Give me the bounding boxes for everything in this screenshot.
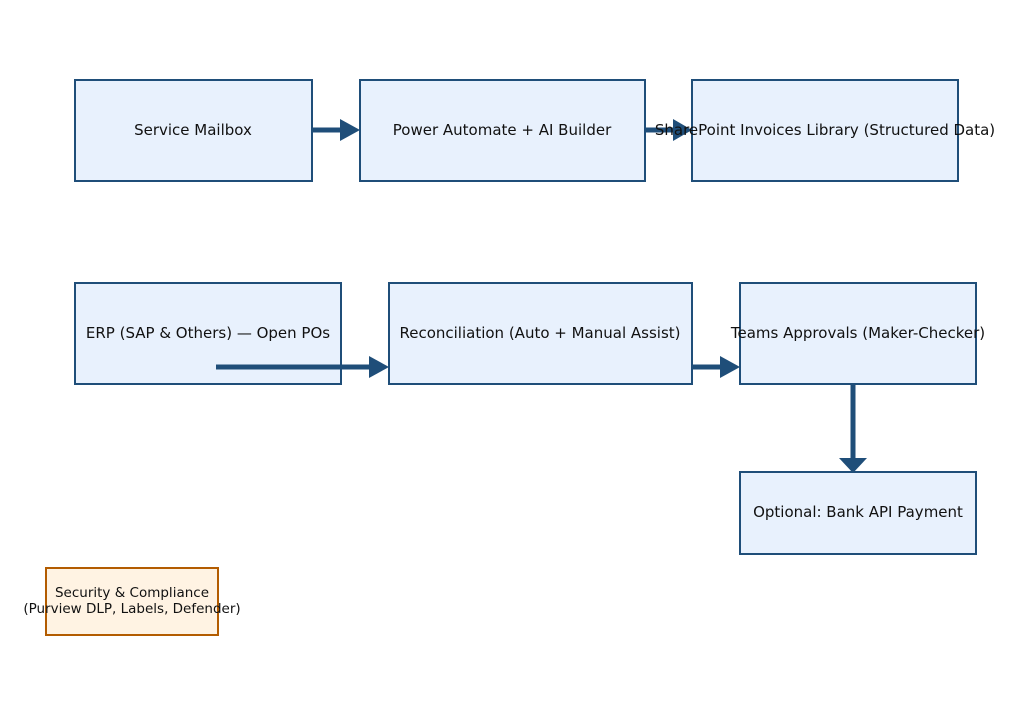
node-teams-approvals-label: Teams Approvals (Maker-Checker) — [730, 324, 985, 342]
node-service-mailbox-box — [74, 79, 313, 182]
node-power-automate-label: Power Automate + AI Builder — [393, 121, 612, 139]
node-security-compliance-box — [45, 567, 219, 636]
edge-teams-to-bank-api-head — [839, 458, 867, 473]
node-security-compliance-label-line1: Security & Compliance — [55, 585, 209, 601]
node-sharepoint-library-box — [691, 79, 959, 182]
node-teams-approvals — [739, 282, 977, 385]
edge-erp-to-reconciliation-head — [369, 356, 389, 378]
node-service-mailbox: Service Mailbox — [74, 79, 313, 182]
node-erp-label: ERP (SAP & Others) — Open POs — [86, 324, 330, 342]
node-power-automate: Power Automate + AI Builder — [359, 79, 646, 182]
edge-teams-to-bank-api — [839, 384, 867, 473]
edge-reconciliation-to-teams-head — [720, 356, 740, 378]
node-security-compliance: Security & Compliance (Purview DLP, Labe… — [23, 567, 241, 636]
node-bank-api: Optional: Bank API Payment — [739, 471, 977, 555]
edge-reconciliation-to-teams — [692, 356, 740, 378]
node-teams-approvals-box — [739, 282, 977, 385]
node-security-compliance-label-line2: (Purview DLP, Labels, Defender) — [23, 601, 240, 617]
edge-power-automate-to-sharepoint — [645, 119, 692, 141]
node-reconciliation — [388, 282, 693, 385]
edge-mailbox-to-power-automate-head — [340, 119, 360, 141]
node-service-mailbox-label: Service Mailbox — [134, 121, 252, 139]
edge-mailbox-to-power-automate — [312, 119, 360, 141]
node-sharepoint-library-label: SharePoint Invoices Library (Structured … — [655, 121, 995, 139]
node-power-automate-box — [359, 79, 646, 182]
node-bank-api-label: Optional: Bank API Payment — [753, 503, 963, 521]
node-reconciliation-label: Reconciliation (Auto + Manual Assist) — [399, 324, 680, 342]
node-bank-api-box — [739, 471, 977, 555]
edge-erp-to-reconciliation — [216, 356, 389, 378]
edge-power-automate-to-sharepoint-head — [673, 119, 692, 141]
node-reconciliation-box — [388, 282, 693, 385]
node-sharepoint-library — [691, 79, 959, 182]
